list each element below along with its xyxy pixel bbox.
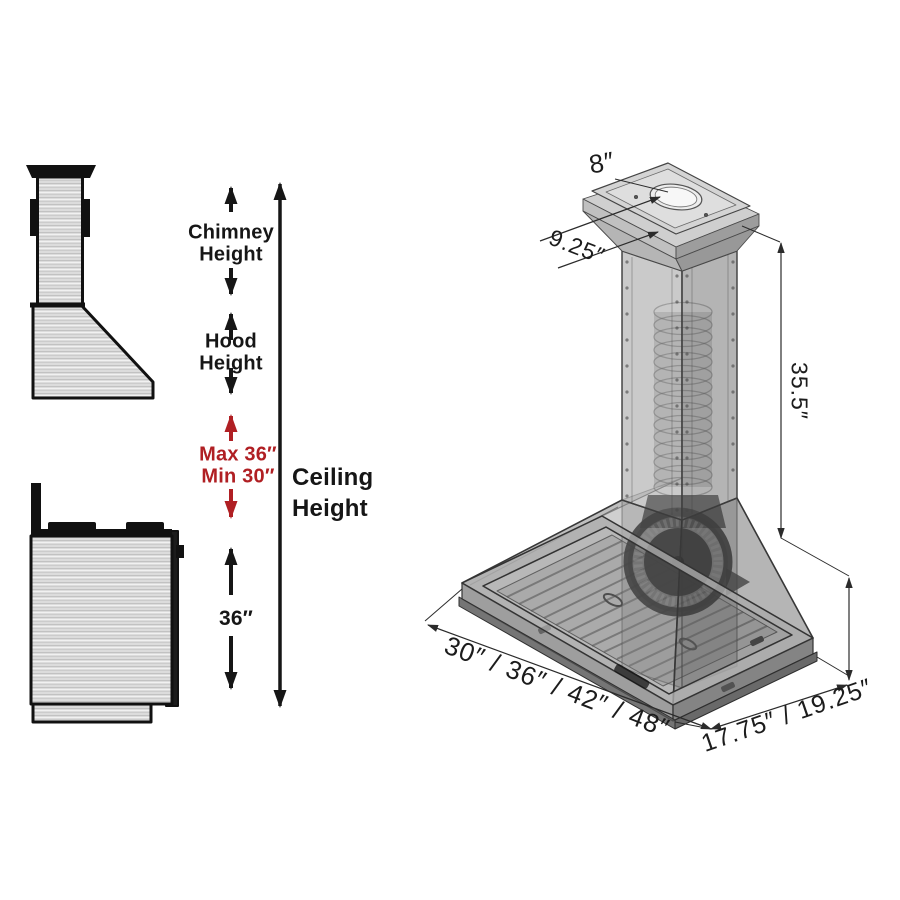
hood-side-view-illustration (26, 165, 155, 400)
stove-clearance-label: 36″ (218, 607, 254, 631)
mounting-range-label: Max 36″ Min 30″ (199, 443, 277, 488)
hood-height-label: Hood Height (199, 330, 263, 375)
dimension-lines (424, 178, 853, 730)
unit-height-label: 35.5″ (786, 362, 813, 420)
chimney-height-label: Chimney Height (188, 221, 274, 266)
ceiling-height-label: Ceiling Height (292, 464, 374, 523)
duct-diameter-label: 8″ (586, 145, 618, 180)
hood-3d-render (424, 162, 853, 730)
chimney-column (621, 250, 738, 521)
range-side-view-illustration (29, 483, 184, 724)
